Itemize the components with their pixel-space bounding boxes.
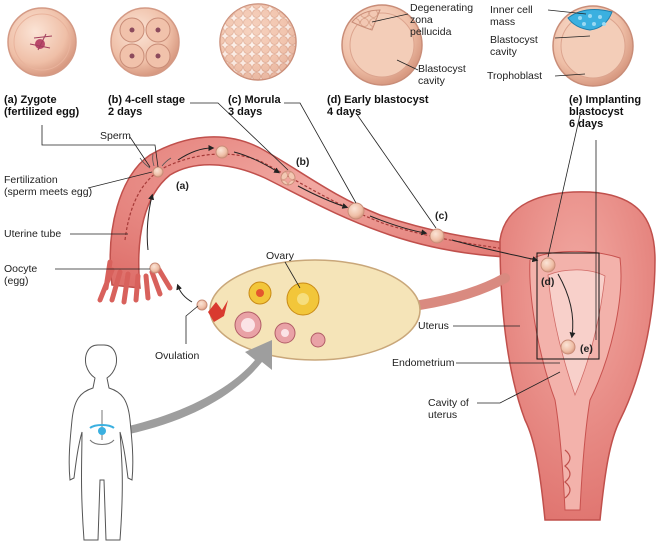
morula-illustration [219, 3, 297, 81]
ovary [208, 259, 421, 361]
stage-label-zygote: (a) Zygote (fertilized egg) [4, 94, 80, 118]
path-embryos [149, 145, 576, 355]
stage-label-implanting: (e) Implanting blastocyst 6 days [569, 94, 642, 130]
anatomy-leaders [55, 136, 561, 404]
stage-label-early-blastocyst: (d) Early blastocyst 4 days [327, 94, 429, 118]
path-marker-e: (e) [580, 343, 593, 355]
path-marker-b: (b) [296, 156, 310, 168]
callout-zona-pellucida: Degenerating zona pellucida [410, 2, 474, 38]
path-marker-a: (a) [176, 180, 189, 192]
uterus [499, 191, 656, 521]
path-marker-d: (d) [541, 276, 555, 288]
stage-leaders [41, 102, 597, 340]
travel-arrows [146, 145, 576, 339]
label-fertilization: Fertilization (sperm meets egg) [4, 174, 93, 198]
implantation-box [536, 252, 600, 360]
zygote-illustration [7, 7, 77, 77]
sperm-cells [139, 153, 172, 169]
callout-inner-cell-mass: Inner cell mass [490, 4, 533, 28]
label-sperm: Sperm [100, 130, 131, 142]
path-marker-c: (c) [435, 210, 448, 222]
implanting-blastocyst-illustration [552, 5, 634, 87]
label-endometrium: Endometrium [392, 357, 455, 369]
callout-trophoblast: Trophoblast [487, 70, 543, 82]
label-oocyte: Oocyte (egg) [4, 263, 38, 287]
stage-label-morula: (c) Morula 3 days [228, 94, 281, 118]
ruptured-follicle [208, 300, 228, 322]
label-ovary: Ovary [266, 250, 295, 262]
label-ovulation: Ovulation [155, 350, 200, 362]
callout-blastocyst-cavity-e: Blastocyst cavity [490, 34, 538, 58]
body-uterus-marker [89, 424, 115, 435]
four-cell-illustration [110, 7, 180, 77]
early-blastocyst-illustration [341, 4, 423, 86]
label-uterine-tube: Uterine tube [4, 228, 62, 240]
stage-label-4-cell: (b) 4-cell stage 2 days [108, 94, 186, 118]
body-silhouette [68, 344, 134, 541]
label-uterus: Uterus [418, 320, 449, 332]
locator-arrow [120, 340, 272, 436]
callout-blastocyst-cavity-d: Blastocyst cavity [418, 63, 466, 87]
ovarian-ligament [415, 273, 510, 310]
top-callout-leaders [371, 9, 591, 77]
label-cavity-of-uterus: Cavity of uterus [428, 397, 469, 421]
